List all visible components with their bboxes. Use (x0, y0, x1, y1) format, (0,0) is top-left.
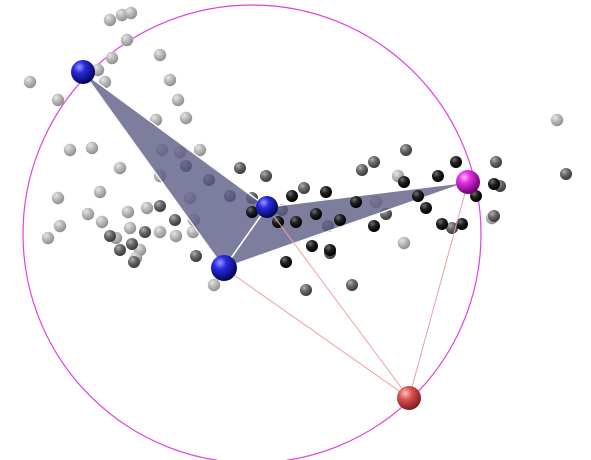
triangle-edge (82, 71, 268, 208)
triangle-edge (266, 181, 469, 208)
cloud-point-dark (432, 170, 444, 182)
point-cloud-dark (246, 156, 500, 268)
cloud-point-light (113, 161, 127, 175)
connector-line (266, 206, 410, 399)
connector-line (223, 267, 410, 399)
cloud-point-medium (488, 210, 500, 222)
cloud-point-light (397, 236, 411, 250)
cloud-point-dark (280, 256, 292, 268)
cloud-point-light (207, 278, 221, 292)
cloud-point-light (550, 113, 564, 127)
cloud-point-dark (450, 156, 462, 168)
cloud-point-medium (490, 156, 502, 168)
cloud-point-dark (488, 178, 500, 190)
cloud-point-dark (456, 218, 468, 230)
cloud-point-light (140, 201, 154, 215)
cloud-point-light (81, 207, 95, 221)
anchor-sphere[interactable] (397, 386, 421, 410)
cloud-point-dark (310, 208, 322, 220)
cloud-point-light (53, 219, 67, 233)
triangle-edge (82, 71, 225, 269)
cloud-point-dark (246, 206, 258, 218)
cloud-point-medium (169, 214, 181, 226)
cloud-point-light (41, 231, 55, 245)
cloud-point-dark (436, 218, 448, 230)
cloud-point-light (63, 143, 77, 157)
cloud-point-dark (334, 214, 346, 226)
cloud-point-medium (346, 279, 358, 291)
cloud-point-light (179, 111, 193, 125)
point-cloud-light (23, 6, 564, 292)
cloud-point-dark (420, 202, 432, 214)
cloud-point-medium (368, 156, 380, 168)
cloud-point-medium (190, 250, 202, 262)
primary-sphere[interactable] (71, 60, 95, 84)
cloud-point-light (51, 191, 65, 205)
cloud-point-light (169, 229, 183, 243)
bounding-circle (22, 4, 482, 460)
target-sphere[interactable] (456, 170, 480, 194)
cloud-point-light (124, 6, 138, 20)
cloud-point-medium (126, 238, 138, 250)
primary-sphere[interactable] (256, 196, 278, 218)
cloud-point-light (171, 93, 185, 107)
cloud-point-light (105, 51, 119, 65)
cloud-point-dark (306, 240, 318, 252)
cloud-point-medium (356, 164, 368, 176)
cloud-point-dark (320, 186, 332, 198)
cloud-point-medium (260, 170, 272, 182)
cloud-point-light (120, 33, 134, 47)
cloud-point-light (93, 185, 107, 199)
cloud-point-light (121, 205, 135, 219)
cloud-point-dark (286, 190, 298, 202)
cloud-point-medium (298, 182, 310, 194)
cloud-point-light (95, 215, 109, 229)
cloud-point-medium (400, 144, 412, 156)
cloud-point-light (103, 13, 117, 27)
cloud-point-dark (290, 216, 302, 228)
connector-line (408, 181, 469, 399)
cloud-point-light (51, 93, 65, 107)
cloud-point-dark (350, 196, 362, 208)
cloud-point-dark (368, 220, 380, 232)
cloud-point-medium (234, 162, 246, 174)
cloud-point-light (163, 73, 177, 87)
triangle-edge (223, 181, 469, 269)
cloud-point-medium (114, 244, 126, 256)
cloud-point-dark (324, 244, 336, 256)
cloud-point-medium (139, 226, 151, 238)
cloud-point-light (123, 221, 137, 235)
cloud-point-medium (300, 284, 312, 296)
cloud-point-light (193, 143, 207, 157)
cloud-point-medium (128, 256, 140, 268)
cloud-point-medium (104, 230, 116, 242)
cloud-point-medium (560, 168, 572, 180)
cloud-point-light (23, 75, 37, 89)
cloud-point-dark (470, 190, 482, 202)
primary-sphere[interactable] (211, 255, 237, 281)
cloud-point-light (153, 48, 167, 62)
cloud-point-dark (412, 190, 424, 202)
cloud-point-light (153, 225, 167, 239)
cloud-point-dark (398, 176, 410, 188)
cloud-point-medium (154, 200, 166, 212)
cloud-point-light (85, 141, 99, 155)
